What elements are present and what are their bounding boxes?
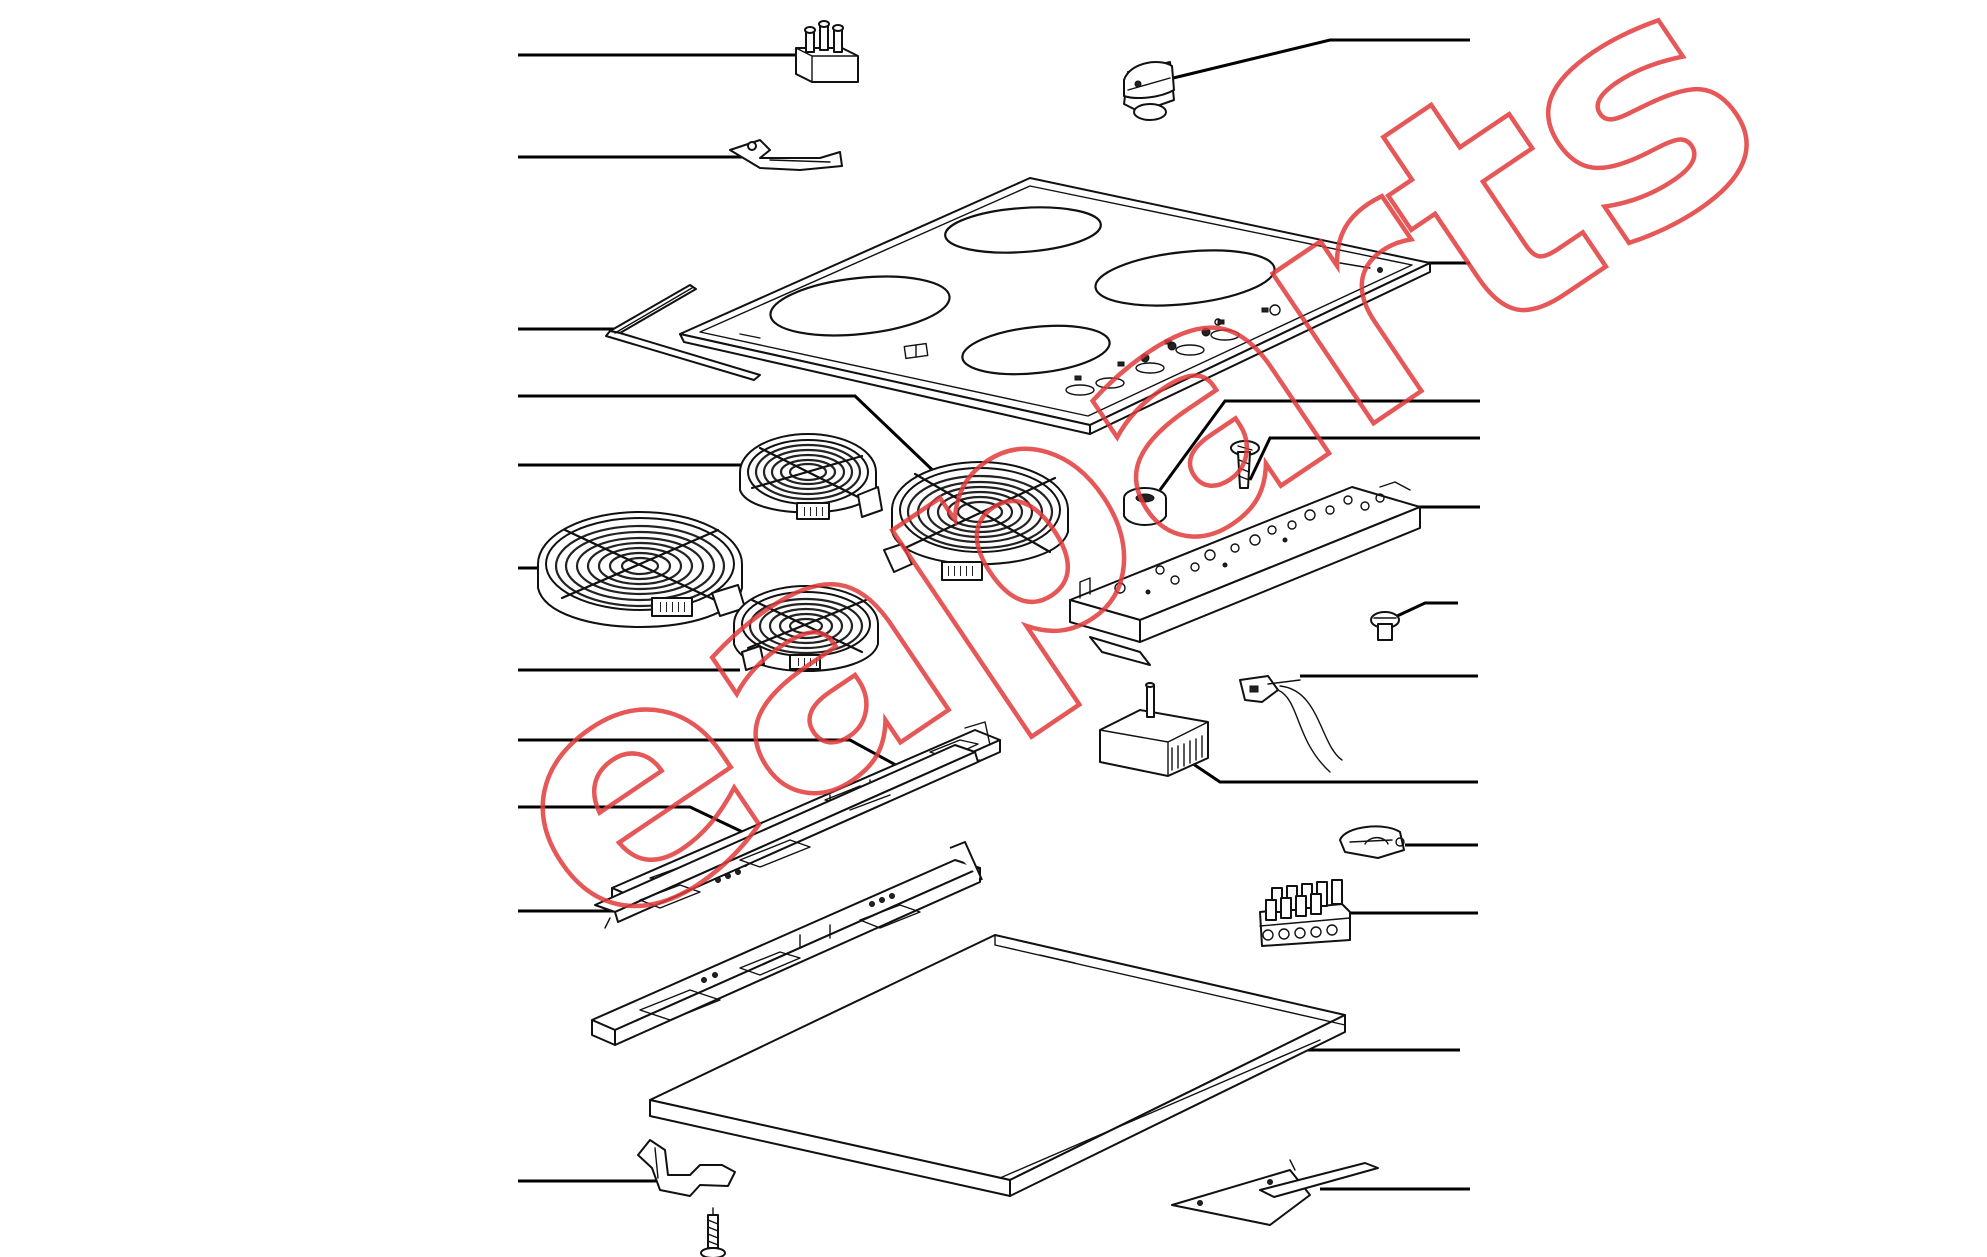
support-rail-rear bbox=[591, 841, 983, 1046]
leader-support-rail-front bbox=[518, 738, 906, 772]
bracket-holes bbox=[1114, 493, 1385, 595]
watermark-text: eaparts bbox=[429, 0, 1823, 1010]
terminal-posts bbox=[1262, 879, 1343, 941]
fixing-screw bbox=[700, 1207, 726, 1257]
glass-ceramic-hob-top bbox=[679, 177, 1431, 435]
terminal-block bbox=[1259, 879, 1351, 947]
terminal-connector bbox=[795, 20, 859, 83]
cooking-zone-front-right bbox=[961, 324, 1111, 376]
heating-element-large-right bbox=[883, 461, 1069, 581]
bottom-tray bbox=[649, 934, 1346, 1197]
thermostat-switch bbox=[1239, 675, 1343, 773]
control-symbols bbox=[1065, 304, 1281, 396]
indicator-lamp bbox=[1370, 611, 1400, 641]
leader-control-knob bbox=[1164, 38, 1470, 82]
bracket-clip bbox=[729, 139, 843, 171]
heating-element-small-rear bbox=[739, 433, 883, 520]
control-panel-bracket bbox=[1069, 481, 1421, 666]
leader-screw bbox=[1248, 436, 1480, 481]
screw bbox=[1230, 440, 1260, 489]
control-knob bbox=[1123, 61, 1175, 121]
cooking-zone-rear-left bbox=[944, 206, 1102, 254]
support-rail-middle bbox=[594, 744, 981, 929]
energy-regulator bbox=[1099, 682, 1209, 777]
heating-element-large-left bbox=[537, 511, 746, 628]
mounting-bracket bbox=[1171, 1159, 1379, 1226]
seal-strip bbox=[605, 284, 761, 381]
fixing-clip bbox=[637, 1139, 736, 1197]
leader-knob-bushing bbox=[1158, 399, 1480, 491]
cooking-zone-front-left bbox=[769, 275, 951, 337]
cable-clamp bbox=[1339, 825, 1405, 859]
leader-heating-element-large-right bbox=[518, 394, 947, 484]
leader-indicator-lamp bbox=[1394, 601, 1458, 619]
cooking-zone-rear-right bbox=[1094, 249, 1276, 307]
knob-bushing bbox=[1123, 487, 1167, 526]
heating-element-small-front bbox=[733, 585, 879, 672]
watermark: eaparts bbox=[427, 0, 1825, 1012]
